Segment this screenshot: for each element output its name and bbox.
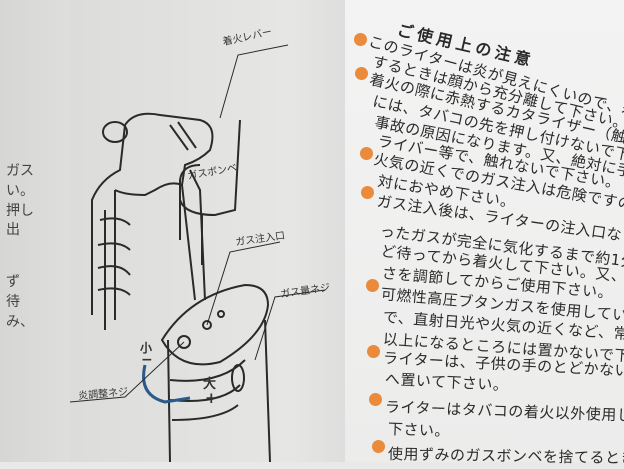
label-large: 大: [203, 377, 217, 392]
lighter-diagram: [70, 44, 326, 462]
label-small: 小: [140, 341, 153, 355]
leader-lines: [70, 44, 326, 403]
note-line: 下さい。: [387, 420, 451, 441]
text-fragment: い。: [6, 183, 34, 199]
notes-page: [345, 0, 624, 462]
lighter-bottom-illustration: [142, 283, 271, 462]
text-fragment: 待: [6, 294, 20, 310]
bullet-icon: [366, 279, 379, 292]
text-fragment: み、: [6, 314, 34, 330]
text-fragment: 出: [6, 222, 20, 238]
bullet-icon: [372, 440, 385, 453]
bullet-icon: [355, 67, 368, 80]
lighter-top-illustration: [91, 112, 214, 330]
text-fragment: 押し: [6, 203, 34, 219]
left-page: ガス い。 押し 出 ず 待 み、: [0, 0, 70, 462]
note-line: 使用ずみのガスボンベを捨てるときは: [387, 445, 624, 468]
bullet-icon: [369, 393, 382, 406]
gas-cylinder-illustration: [179, 119, 241, 265]
bullet-icon: [360, 147, 373, 160]
label-minus: −: [141, 352, 153, 368]
label-plus: +: [205, 389, 218, 407]
text-fragment: ず: [6, 274, 20, 290]
bullet-icon: [367, 345, 380, 358]
bullet-icon: [361, 186, 374, 199]
text-fragment: ガス: [6, 163, 34, 179]
bullet-icon: [354, 33, 367, 46]
